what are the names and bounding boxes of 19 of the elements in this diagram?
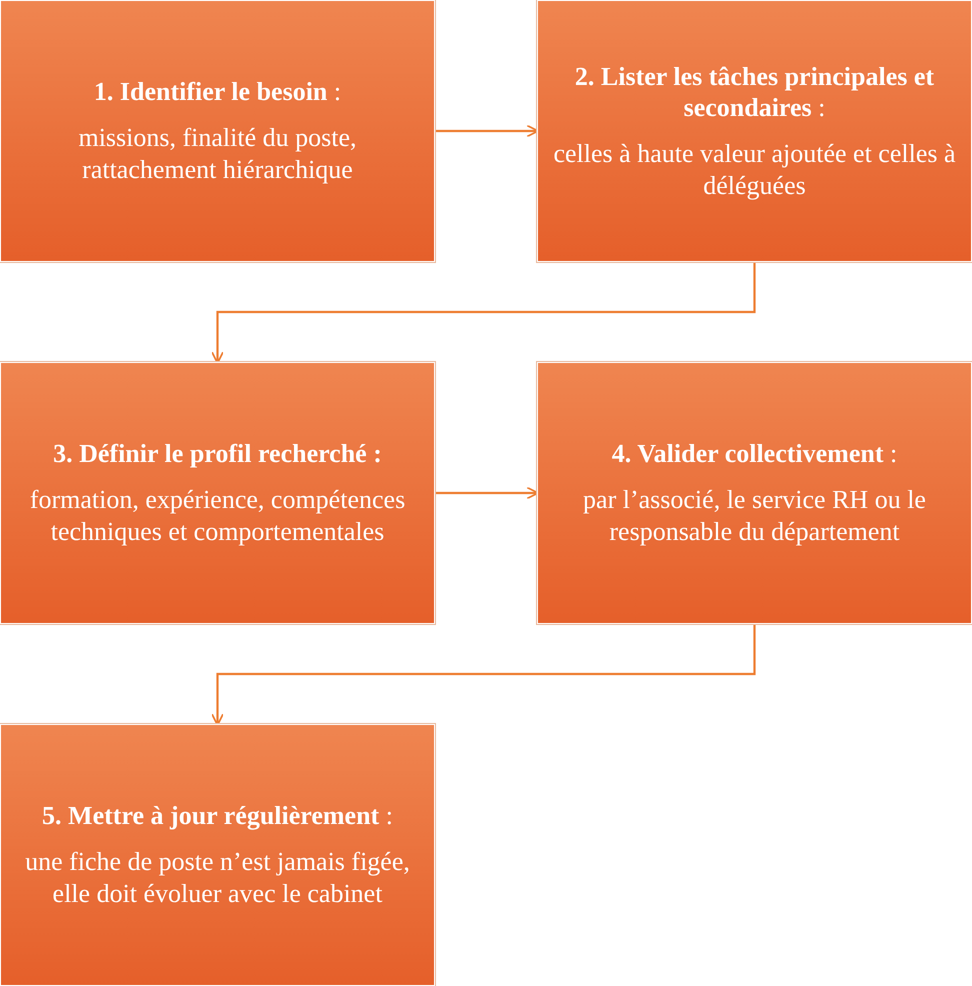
step-heading: 5. Mettre à jour régulièrement : xyxy=(42,800,393,832)
arrow xyxy=(211,624,756,726)
process-box xyxy=(0,724,435,986)
arrow xyxy=(435,486,539,500)
arrow xyxy=(211,262,756,364)
step-description: celles à haute valeur ajoutée et celles à déléguées xyxy=(552,138,957,202)
step-description: par l’associé, le service RH ou le responsable du département xyxy=(582,484,927,548)
process-box xyxy=(537,362,972,624)
arrow xyxy=(435,124,539,138)
step-description: missions, finalité du poste, rattachement hiérarchique xyxy=(77,122,358,186)
step-description: une fiche de poste n’est jamais figée, elle doit évoluer avec le cabinet xyxy=(24,846,411,910)
step-heading: 2. Lister les tâches principales et secondaires : xyxy=(574,60,936,124)
step-description: formation, expérience, compétences techniques et comportementales xyxy=(28,484,406,548)
step-heading: 4. Valider collectivement : xyxy=(612,438,898,470)
step-heading: 1. Identifier le besoin : xyxy=(94,76,342,108)
process-box xyxy=(537,0,972,262)
step-heading: 3. Définir le profil recherché : xyxy=(53,438,382,470)
process-box xyxy=(0,362,435,624)
process-box xyxy=(0,0,435,262)
